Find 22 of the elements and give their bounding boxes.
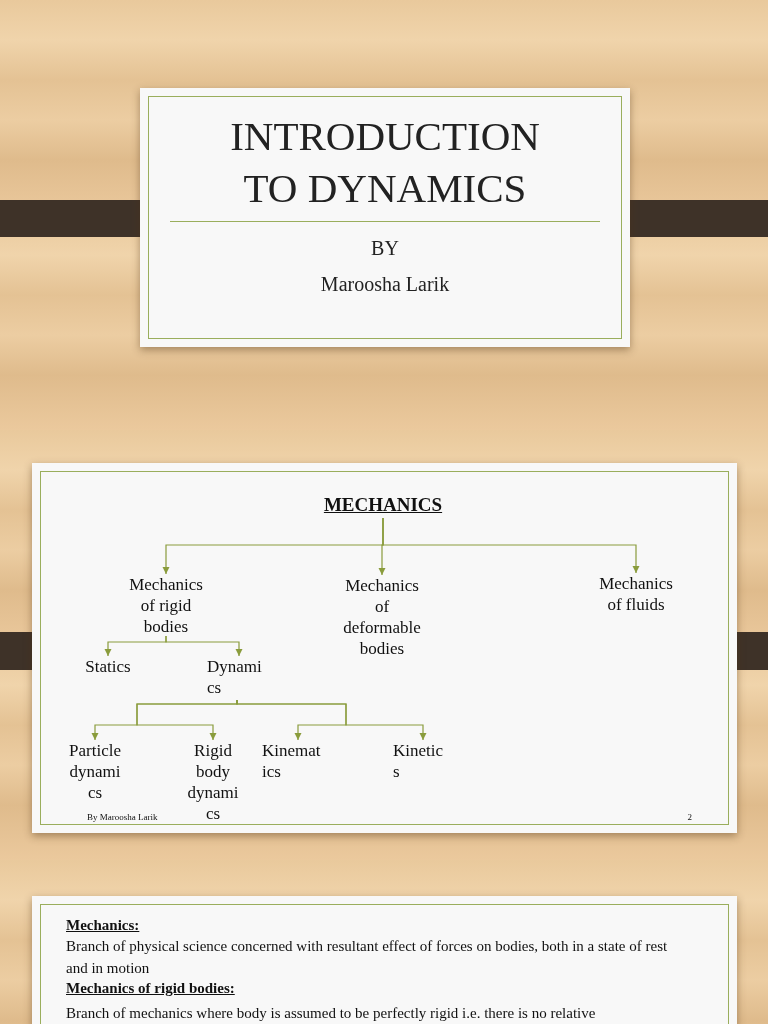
topic-label: Mechanics of rigid bodies	[126, 574, 206, 636]
topic-label: Kinetic s	[393, 740, 453, 784]
topic-label: Rigid body dynami cs	[180, 740, 246, 826]
definition-heading: Mechanics of rigid bodies:	[66, 979, 236, 998]
connector-arrow	[236, 699, 427, 741]
topic-label: Particle dynami cs	[63, 740, 127, 806]
diagram-heading: MECHANICS	[283, 494, 483, 518]
author-text: BY	[370, 236, 400, 261]
page-number: 2	[686, 811, 692, 823]
topic-label: Statics	[70, 656, 146, 678]
topic-label: Dynami cs	[207, 656, 271, 700]
connector-arrow	[165, 635, 243, 657]
topic-label: Kinemat ics	[262, 740, 334, 784]
definition-heading: Mechanics:	[66, 916, 141, 935]
topic-label: Mechanics of fluids	[596, 573, 676, 615]
topic-label: Mechanics of deformable bodies	[342, 575, 422, 659]
definition-text: Branch of physical science concerned with resultant effect of forces on bodies, both in a state of rest and in motion	[66, 937, 669, 978]
footer-text: By Maroosha Larik	[87, 811, 159, 823]
connector-arrow	[382, 517, 640, 574]
author-text: Maroosha Larik	[319, 272, 451, 297]
slide-title: INTRODUCTION TO DYNAMICS	[229, 112, 541, 213]
definition-text: Branch of mechanics where body is assumed to be perfectly rigid i.e. there is no relative	[66, 1004, 597, 1023]
